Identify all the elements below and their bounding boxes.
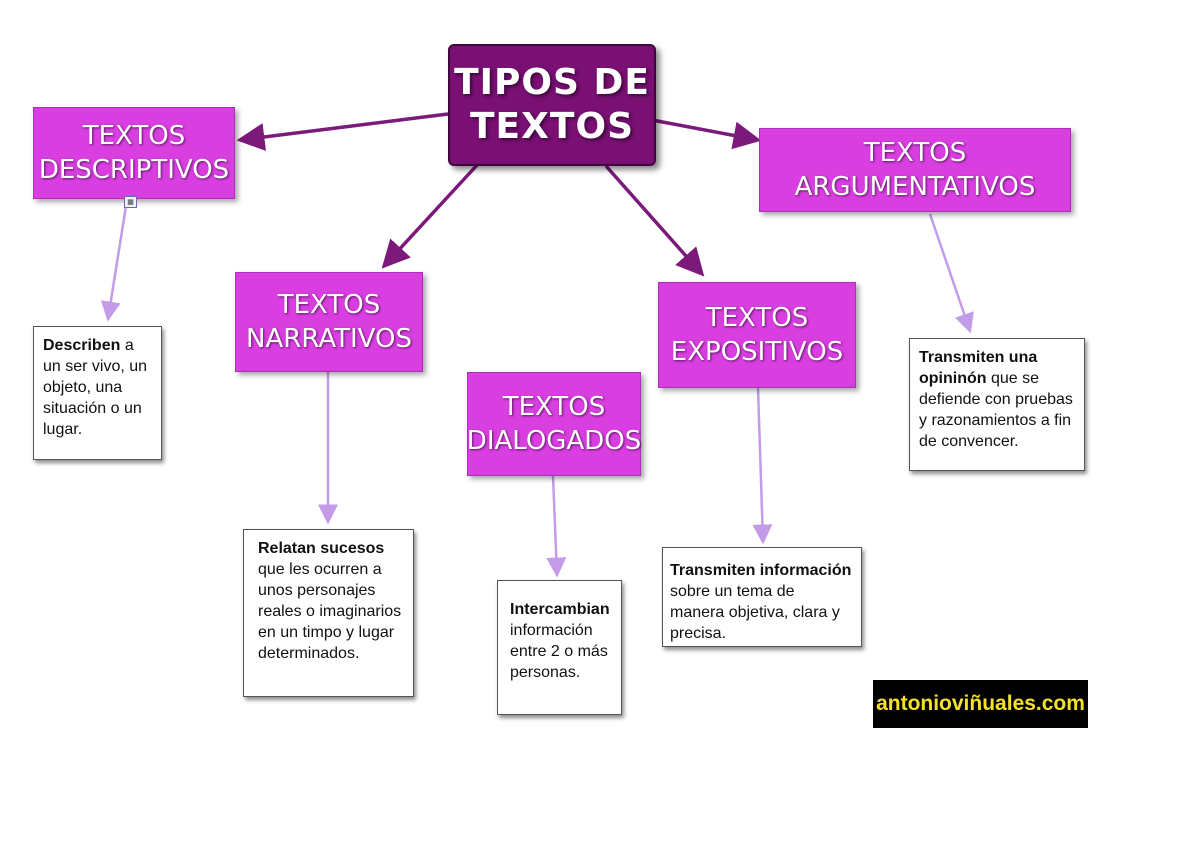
desc-descriptivos-text: a un ser vivo, un objeto, una situación …	[43, 337, 148, 438]
desc-argumentativos-text: que se defiende con pruebas y razonamien…	[919, 370, 1073, 450]
node-textos-argumentativos: TEXTOS ARGUMENTATIVOS	[759, 128, 1071, 212]
arrow-root-to-argumentativos	[651, 118, 762, 150]
desc-narrativos: Relatan sucesos que les ocurren a unos p…	[243, 529, 414, 697]
arrow-root-to-expositivos	[604, 164, 705, 277]
desc-argumentativos: Transmiten una opininón que se defiende …	[909, 338, 1085, 471]
desc-descriptivos: Describen a un ser vivo, un objeto, una …	[33, 326, 162, 460]
arrow-root-to-descriptivos	[236, 112, 449, 151]
desc-narrativos-bold: Relatan sucesos	[258, 540, 385, 557]
desc-dialogados-bold: Intercambian	[510, 601, 610, 618]
desc-descriptivos-bold: Describen	[43, 337, 121, 354]
node-textos-descriptivos: TEXTOS DESCRIPTIVOS	[33, 107, 235, 199]
node-textos-dialogados: TEXTOS DIALOGADOS	[467, 372, 641, 476]
watermark-antoniovinuales: antonioviñuales.com	[873, 680, 1088, 728]
node-textos-expositivos: TEXTOS EXPOSITIVOS	[658, 282, 856, 388]
desc-dialogados: Intercambian información entre 2 o más p…	[497, 580, 622, 715]
node-textos-narrativos: TEXTOS NARRATIVOS	[235, 272, 423, 372]
desc-dialogados-text: información entre 2 o más personas.	[510, 622, 608, 681]
desc-narrativos-text: que les ocurren a unos personajes reales…	[258, 561, 402, 662]
arrow-root-to-narrativos	[381, 162, 480, 269]
desc-argumentativos-bold: Transmiten una opininón	[919, 349, 1038, 387]
desc-expositivos-bold: Transmiten información	[670, 562, 852, 579]
desc-expositivos-text: sobre un tema de manera objetiva, clara …	[670, 583, 840, 642]
arrow-descriptivos-to-desc	[100, 205, 128, 322]
root-node-tipos-de-textos: TIPOS DE TEXTOS	[448, 44, 656, 166]
arrow-argumentativos-to-desc	[928, 213, 974, 334]
arrow-dialogados-to-desc	[546, 475, 567, 578]
image-placeholder-icon: ▦	[124, 196, 137, 208]
desc-expositivos: Transmiten información sobre un tema de …	[662, 547, 862, 647]
arrow-expositivos-to-desc	[752, 387, 773, 545]
